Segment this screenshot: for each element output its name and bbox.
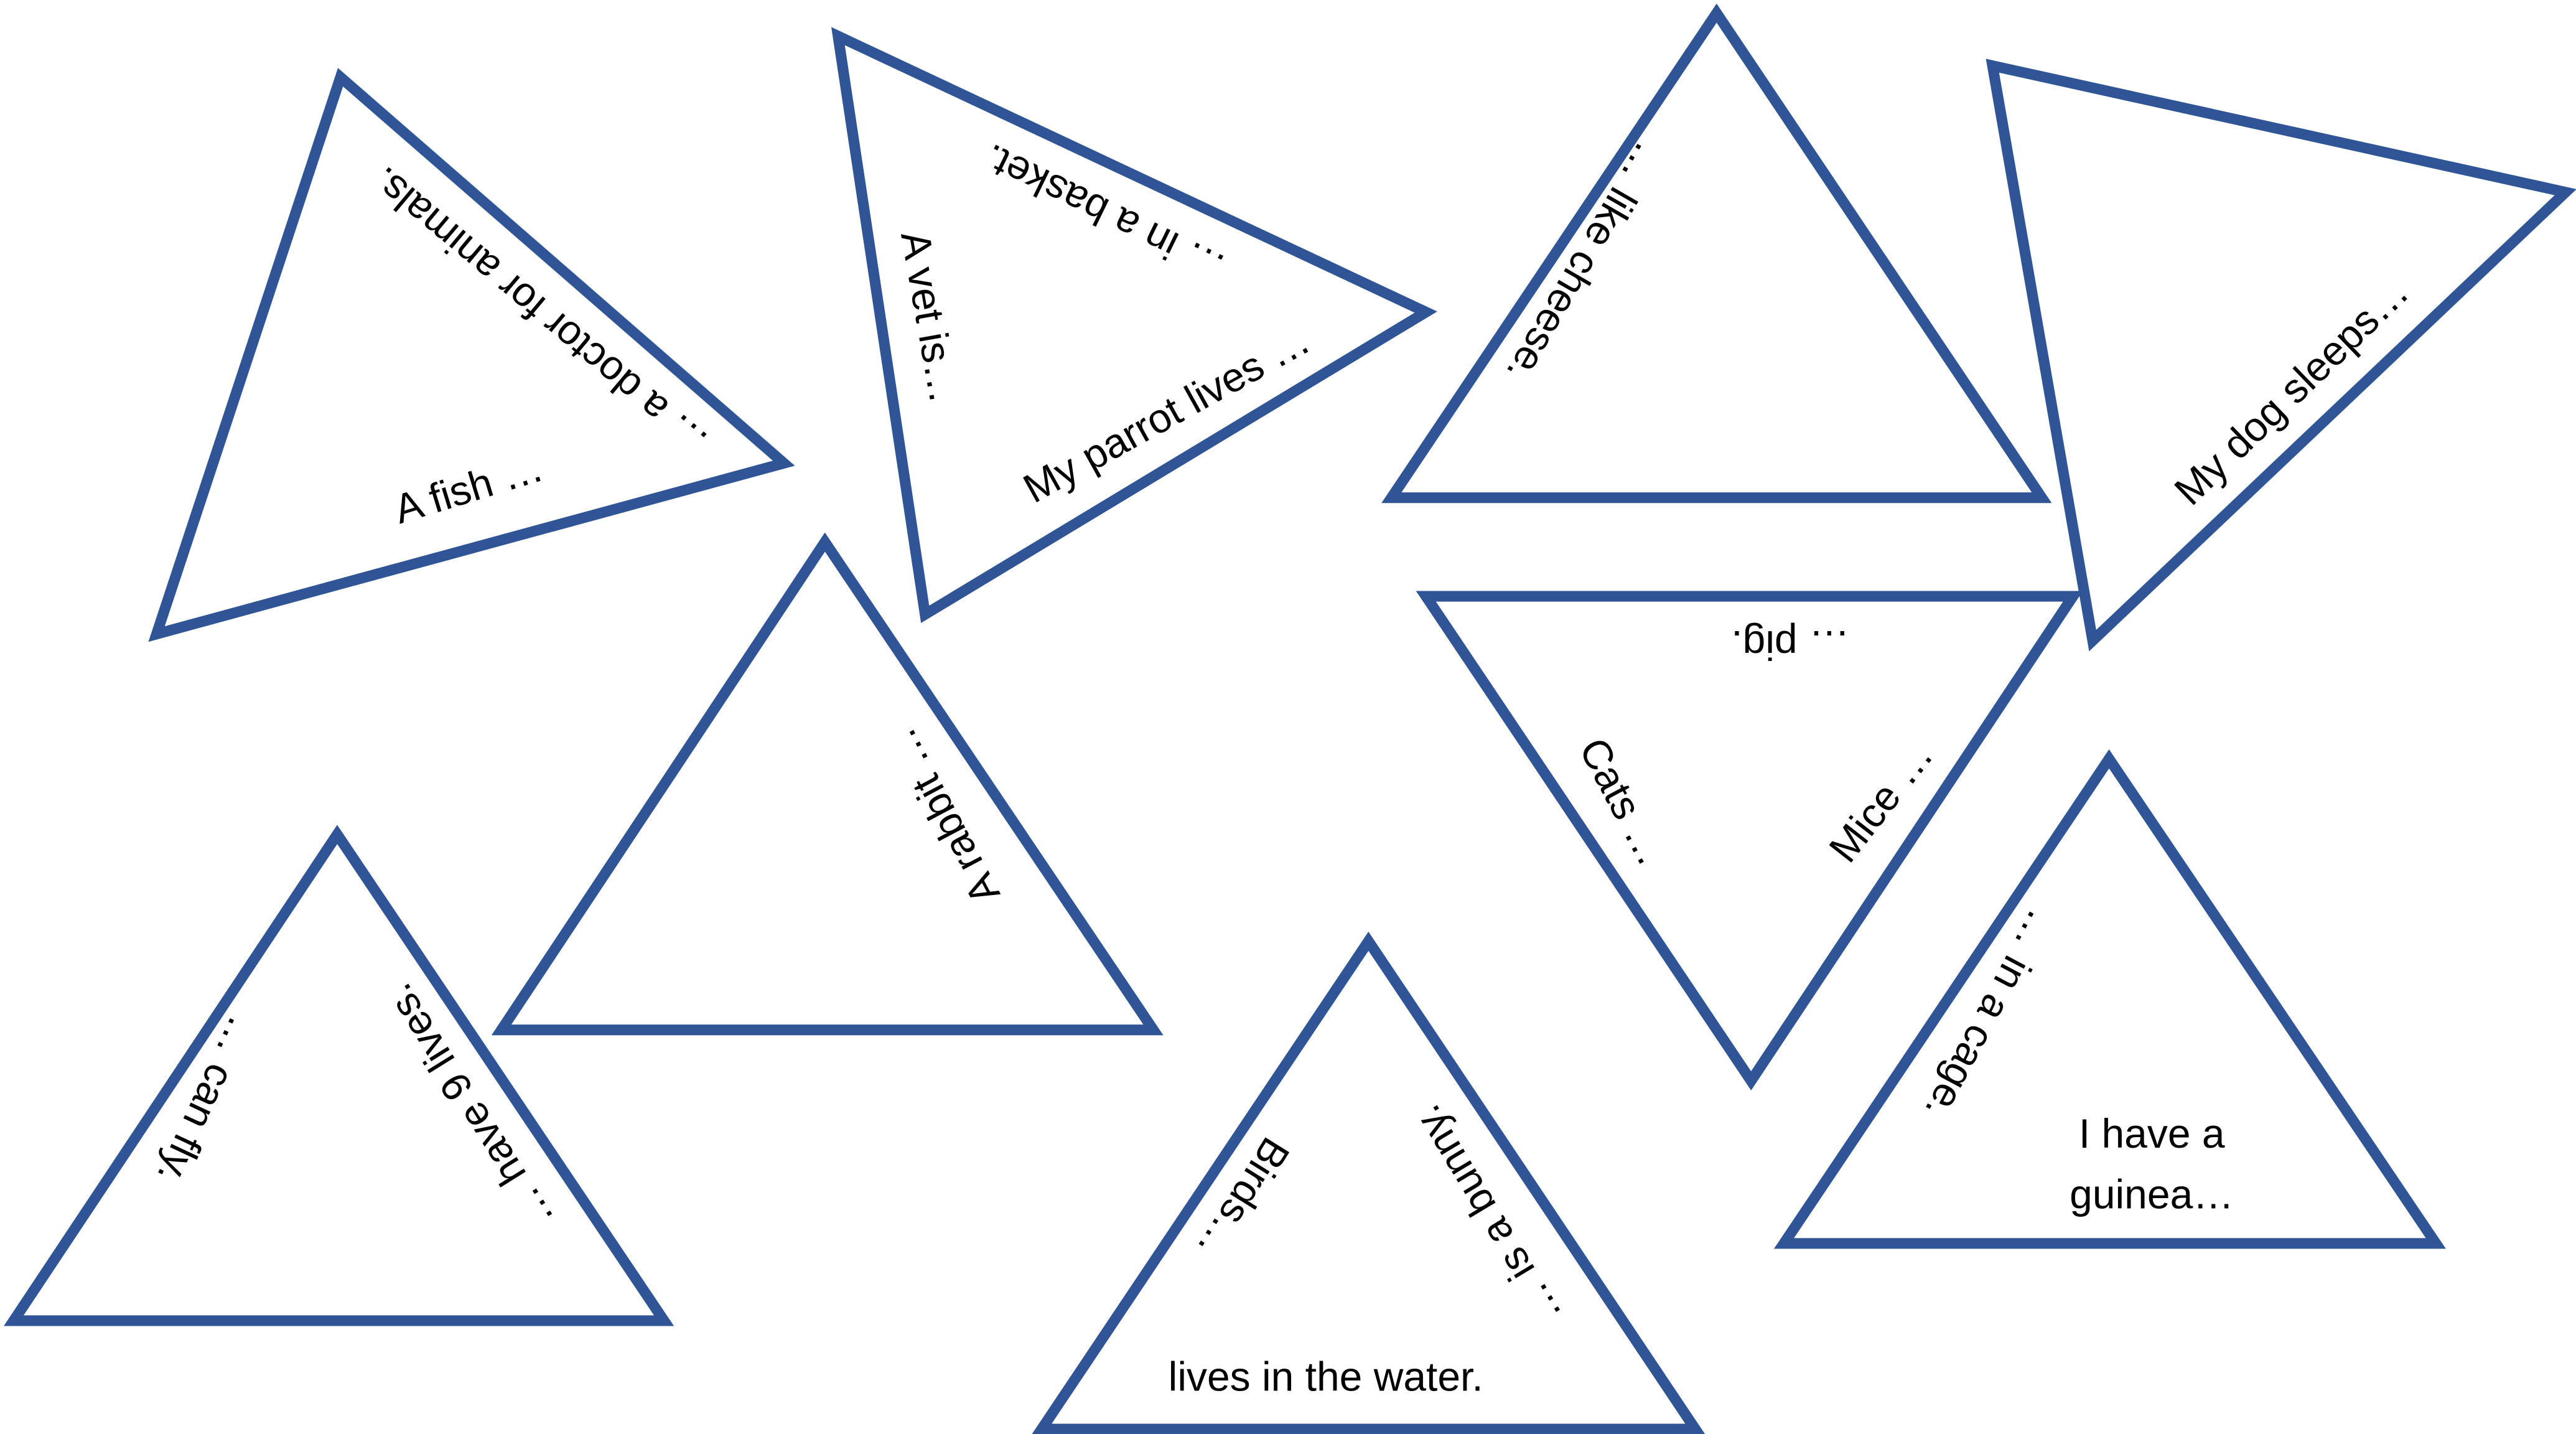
triangle-card-8[interactable]: Birds… … is a bunny. lives in the water.	[1032, 931, 1706, 1434]
triangle-outline	[1032, 931, 1706, 1434]
triangle-card-7[interactable]: … can fly. … have 9 lives.	[3, 825, 674, 1326]
card-text: … pig.	[1731, 622, 1850, 668]
triangle-outline	[3, 825, 674, 1326]
triangle-card-6[interactable]: … pig. Cats … Mice …	[1416, 591, 2083, 1091]
triangle-outline	[1986, 59, 2576, 652]
triangle-card-5[interactable]: A rabbit …	[491, 532, 1164, 1036]
card-text: I have a	[2079, 1110, 2225, 1156]
triangle-outline	[1416, 591, 2083, 1091]
triangle-outline	[831, 27, 1437, 624]
card-text: guinea…	[2070, 1171, 2234, 1217]
card-text: lives in the water.	[1169, 1354, 1483, 1400]
triangle-card-4[interactable]: My dog sleeps…	[1986, 59, 2576, 652]
triangle-outline	[491, 532, 1164, 1036]
triangle-card-1[interactable]: … a doctor for animals. A fish …	[148, 68, 795, 642]
triangle-outline	[1773, 749, 2446, 1249]
triangle-outline	[148, 68, 795, 642]
triangle-card-3[interactable]: … like cheese.	[1381, 3, 2052, 504]
triangle-outline	[1381, 3, 2052, 504]
triangle-card-2[interactable]: … in a basket. A vet is… My parrot lives…	[831, 27, 1437, 624]
